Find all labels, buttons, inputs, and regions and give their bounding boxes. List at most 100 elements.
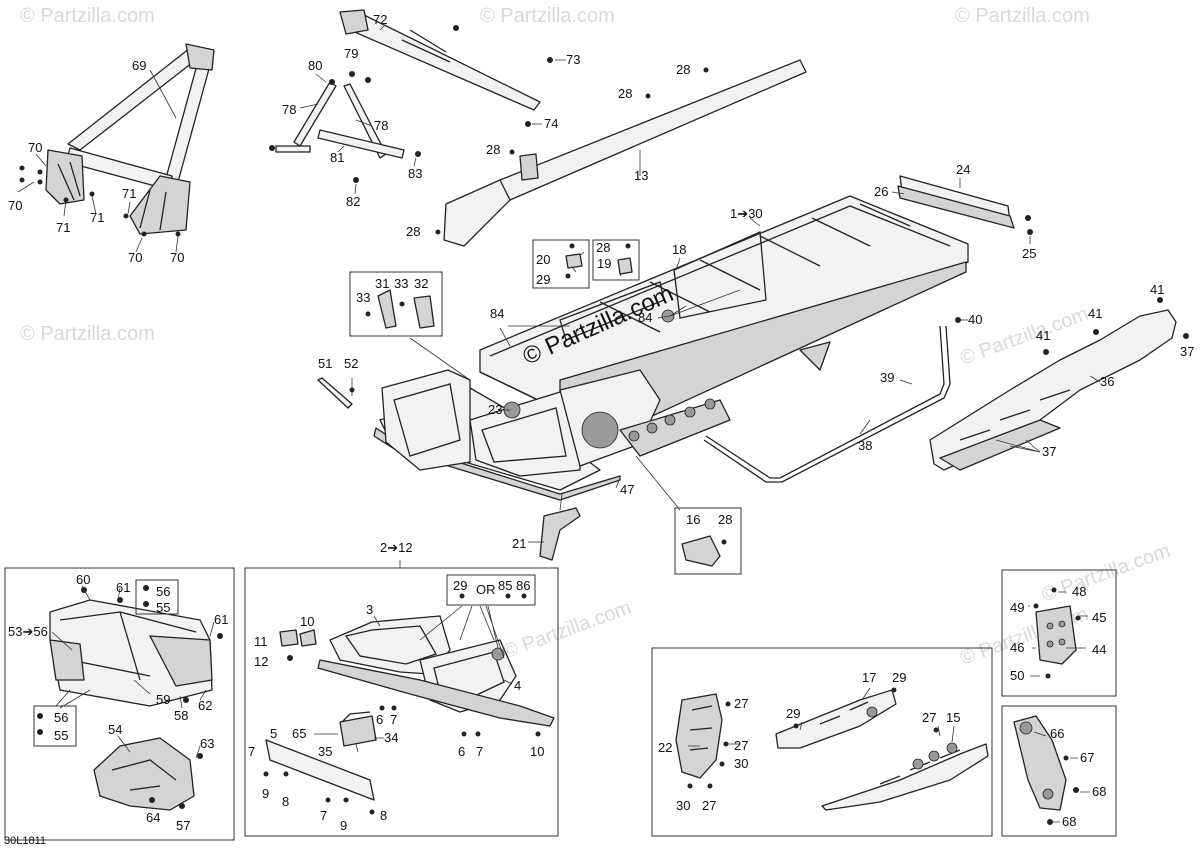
struts-parts-78-83 [269, 71, 421, 195]
callout-29: 29 [536, 272, 550, 287]
callout-54: 54 [108, 722, 122, 737]
callout-2-12: 2➔12 [380, 540, 413, 555]
callout-10: 10 [530, 744, 544, 759]
callout-31: 31 [375, 276, 389, 291]
callout-56: 56 [54, 710, 68, 725]
callout-28: 28 [718, 512, 732, 527]
callout-50: 50 [1010, 668, 1024, 683]
callout-82: 82 [346, 194, 360, 209]
callout-10: 10 [300, 614, 314, 629]
detail-box-28-19 [592, 239, 640, 281]
callout-34: 34 [384, 730, 398, 745]
callout-6: 6 [376, 712, 383, 727]
callout-84: 84 [490, 306, 504, 321]
callout-81: 81 [330, 150, 344, 165]
callout-52: 52 [344, 356, 358, 371]
callout-7: 7 [320, 808, 327, 823]
a-frame-leaders [17, 69, 179, 253]
callout-27: 27 [734, 696, 748, 711]
callout-29: 29 [786, 706, 800, 721]
detail-box-53-56 [4, 567, 235, 841]
callout-44: 44 [1092, 642, 1106, 657]
callout-79: 79 [344, 46, 358, 61]
tunnel-assembly-1-30 [373, 195, 969, 501]
bracket-part-21 [528, 507, 581, 561]
detail-box-2-12 [244, 560, 559, 837]
callout-20: 20 [536, 252, 550, 267]
callout-61: 61 [116, 580, 130, 595]
callout-41: 41 [1150, 282, 1164, 297]
callout-33: 33 [356, 290, 370, 305]
callout-70: 70 [8, 198, 22, 213]
callout-46: 46 [1010, 640, 1024, 655]
callout-58: 58 [174, 708, 188, 723]
callout-65: 65 [292, 726, 306, 741]
callout-68: 68 [1092, 784, 1106, 799]
detail-box-44-50 [1001, 569, 1117, 697]
callout-36: 36 [1100, 374, 1114, 389]
callout-70: 70 [128, 250, 142, 265]
callout-24: 24 [956, 162, 970, 177]
callout-69: 69 [132, 58, 146, 73]
callout-17: 17 [862, 670, 876, 685]
watermark-faint: © Partzilla.com [1039, 540, 1173, 607]
callout-78: 78 [374, 118, 388, 133]
side-plate-part-36 [929, 297, 1189, 471]
callout-1-30: 1➔30 [730, 206, 763, 221]
rod-part-51 [317, 377, 355, 409]
callout-6: 6 [458, 744, 465, 759]
callout-19: 19 [597, 256, 611, 271]
callout-8: 8 [380, 808, 387, 823]
callout-66: 66 [1050, 726, 1064, 741]
callout-57: 57 [176, 818, 190, 833]
callout-9: 9 [340, 818, 347, 833]
watermark-faint: © Partzilla.com [480, 5, 615, 27]
rail-part-24 [891, 175, 1033, 244]
callout-70: 70 [170, 250, 184, 265]
callout-28: 28 [486, 142, 500, 157]
callout-55: 55 [54, 728, 68, 743]
callout-60: 60 [76, 572, 90, 587]
callout-56: 56 [156, 584, 170, 599]
callout-32: 32 [414, 276, 428, 291]
callout-7: 7 [248, 744, 255, 759]
callout-84: 84 [638, 310, 652, 325]
callout-23: 23 [488, 402, 502, 417]
bar-part-38 [703, 317, 968, 483]
callout-28: 28 [676, 62, 690, 77]
callout-30: 30 [734, 756, 748, 771]
callout-49: 49 [1010, 600, 1024, 615]
callout-85: 85 [498, 578, 512, 593]
callout-5: 5 [270, 726, 277, 741]
callout-41: 41 [1088, 306, 1102, 321]
watermark-faint: © Partzilla.com [20, 5, 155, 27]
callout-35: 35 [318, 744, 332, 759]
callout-27: 27 [734, 738, 748, 753]
callout-72: 72 [373, 12, 387, 27]
callout-9: 9 [262, 786, 269, 801]
a-frame-part-69 [45, 43, 215, 235]
detail-box-31-33-32 [349, 271, 443, 337]
a-frame-fasteners [19, 165, 181, 237]
callout-28: 28 [596, 240, 610, 255]
callout-53-56: 53➔56 [8, 624, 48, 639]
callout-83: 83 [408, 166, 422, 181]
callout-59: 59 [156, 692, 170, 707]
callout-28: 28 [618, 86, 632, 101]
watermark-faint: © Partzilla.com [500, 597, 634, 664]
callout-41: 41 [1036, 328, 1050, 343]
callout-63: 63 [200, 736, 214, 751]
callout-86: 86 [516, 578, 530, 593]
callout-71: 71 [56, 220, 70, 235]
callout-28: 28 [406, 224, 420, 239]
watermark-faint: © Partzilla.com [955, 5, 1090, 27]
detail-box-66-68 [1001, 705, 1117, 837]
callout-48: 48 [1072, 584, 1086, 599]
callout-51: 51 [318, 356, 332, 371]
detail-box-16-28 [674, 507, 742, 575]
callout-71: 71 [90, 210, 104, 225]
callout-27: 27 [702, 798, 716, 813]
callout-21: 21 [512, 536, 526, 551]
callout-26: 26 [874, 184, 888, 199]
